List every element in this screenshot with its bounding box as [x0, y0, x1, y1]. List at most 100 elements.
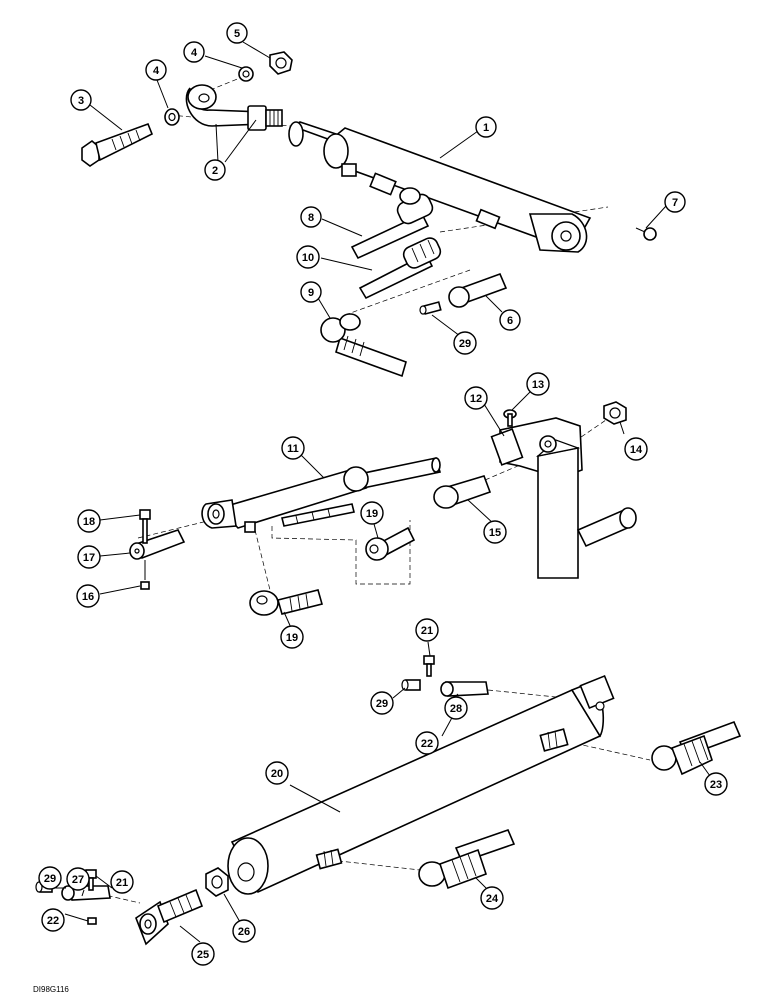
callout-22-lower: 22 — [41, 908, 65, 932]
callout-21-lower: 21 — [110, 870, 134, 894]
hydraulic-cylinder-part-11 — [201, 457, 442, 533]
bolt-part-21-upper — [423, 655, 435, 677]
callout-2: 2 — [204, 159, 226, 181]
svg-text:1: 1 — [483, 122, 489, 134]
pin-part-27 — [61, 885, 111, 901]
svg-text:26: 26 — [238, 926, 250, 938]
callout-23: 23 — [704, 772, 728, 796]
grease-nipple-part-29-top — [419, 301, 442, 315]
callout-14: 14 — [624, 437, 648, 461]
hose-fitting-part-8 — [350, 187, 434, 260]
svg-text:21: 21 — [116, 877, 128, 889]
pin-part-7 — [635, 227, 657, 241]
svg-text:8: 8 — [308, 212, 314, 224]
callout-8: 8 — [300, 206, 322, 228]
svg-text:9: 9 — [308, 287, 314, 299]
svg-text:17: 17 — [83, 552, 95, 564]
svg-text:6: 6 — [507, 315, 513, 327]
pin-part-17 — [129, 529, 186, 560]
grease-nipple-part-29-middle — [401, 679, 421, 691]
callout-26: 26 — [232, 919, 256, 943]
top-cylinder-assembly — [81, 41, 667, 378]
callout-24: 24 — [480, 886, 504, 910]
svg-text:12: 12 — [470, 393, 482, 405]
callout-21-upper: 21 — [415, 618, 439, 642]
callout-16: 16 — [76, 584, 100, 608]
callout-3: 3 — [70, 89, 92, 111]
callout-12: 12 — [464, 386, 488, 410]
bolt-part-18 — [139, 509, 151, 544]
svg-text:16: 16 — [82, 591, 94, 603]
hose-fitting-part-23 — [651, 720, 742, 776]
callout-28: 28 — [444, 696, 468, 720]
svg-text:22: 22 — [421, 738, 433, 750]
bottom-cylinder-assembly — [35, 641, 742, 946]
elbow-fitting-part-19-lower — [249, 589, 323, 616]
svg-text:29: 29 — [376, 698, 388, 710]
callout-1: 1 — [475, 116, 497, 138]
clevis-part-25 — [135, 888, 204, 946]
callout-27: 27 — [66, 867, 90, 891]
svg-text:21: 21 — [421, 625, 433, 637]
callout-13: 13 — [526, 372, 550, 396]
hydraulic-cylinder-part-20 — [227, 674, 615, 895]
callout-20: 20 — [265, 761, 289, 785]
bracket-part-12 — [490, 417, 637, 579]
svg-text:4: 4 — [191, 47, 198, 59]
callout-29-lower: 29 — [38, 866, 62, 890]
callout-7: 7 — [664, 191, 686, 213]
nut-part-16 — [140, 581, 150, 590]
hose-fitting-part-10 — [358, 237, 442, 300]
svg-text:10: 10 — [302, 252, 314, 264]
nut-part-5 — [269, 51, 293, 75]
svg-text:27: 27 — [72, 874, 84, 886]
svg-text:4: 4 — [153, 65, 160, 77]
callout-9: 9 — [300, 281, 322, 303]
callout-4-left: 4 — [145, 59, 167, 81]
svg-text:20: 20 — [271, 768, 283, 780]
svg-text:25: 25 — [197, 949, 209, 961]
svg-text:29: 29 — [459, 338, 471, 350]
rod-end-part-2 — [185, 84, 283, 131]
pin-part-15 — [433, 475, 492, 509]
callout-19-upper: 19 — [360, 501, 384, 525]
callout-5: 5 — [226, 22, 248, 44]
svg-text:28: 28 — [450, 703, 462, 715]
svg-text:2: 2 — [212, 165, 218, 177]
nut-part-14 — [603, 401, 627, 425]
svg-text:13: 13 — [532, 379, 544, 391]
svg-text:3: 3 — [78, 95, 84, 107]
svg-text:23: 23 — [710, 779, 722, 791]
callout-15: 15 — [483, 520, 507, 544]
svg-text:14: 14 — [630, 444, 643, 456]
callout-labels: 1 2 3 4 4 5 6 7 8 9 10 29 11 12 13 14 15… — [38, 22, 728, 966]
callout-17: 17 — [77, 545, 101, 569]
hose-fitting-part-24 — [418, 829, 516, 890]
callout-6: 6 — [499, 309, 521, 331]
pin-part-28 — [440, 681, 489, 697]
callout-22-upper: 22 — [415, 731, 439, 755]
pin-part-6 — [448, 272, 508, 308]
svg-text:5: 5 — [234, 28, 240, 40]
svg-text:24: 24 — [486, 893, 499, 905]
elbow-fitting-part-19-upper — [365, 526, 416, 561]
callout-18: 18 — [77, 509, 101, 533]
bolt-part-13 — [503, 409, 517, 427]
washer-part-26 — [205, 867, 229, 897]
svg-text:11: 11 — [287, 443, 299, 455]
callout-11: 11 — [281, 436, 305, 460]
svg-text:7: 7 — [672, 197, 678, 209]
middle-cylinder-assembly — [99, 391, 637, 631]
elbow-fitting-part-9 — [320, 313, 407, 378]
svg-text:15: 15 — [489, 527, 501, 539]
svg-text:19: 19 — [286, 632, 298, 644]
callout-29-top: 29 — [453, 331, 477, 355]
callout-25: 25 — [191, 942, 215, 966]
nut-part-22-lower — [87, 917, 97, 925]
drawing-reference-code: DI98G116 — [33, 985, 69, 994]
callout-29-middle: 29 — [370, 691, 394, 715]
svg-text:18: 18 — [83, 516, 95, 528]
svg-text:22: 22 — [47, 915, 59, 927]
callout-19-lower: 19 — [280, 625, 304, 649]
